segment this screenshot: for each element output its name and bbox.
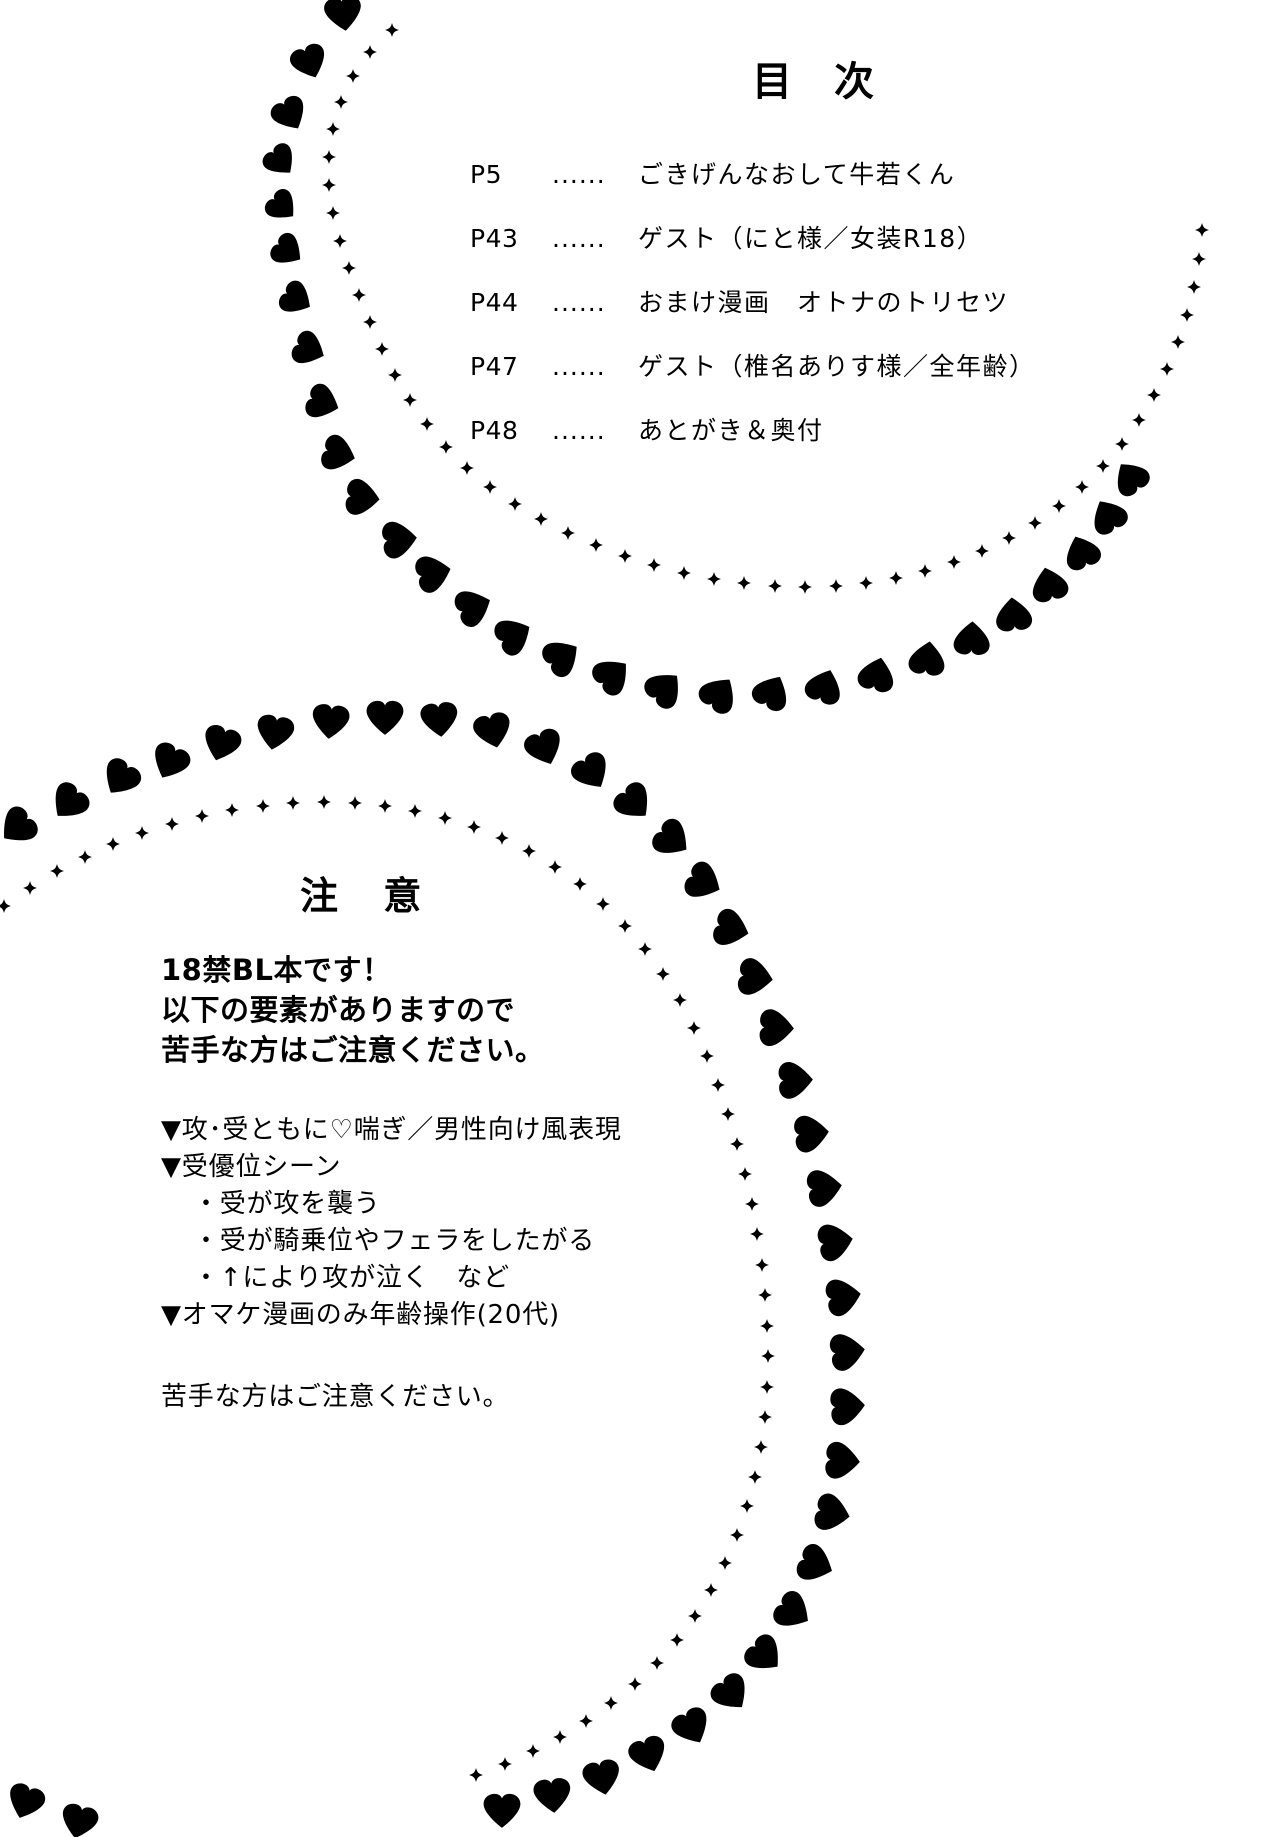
spacer (161, 1333, 781, 1379)
toc-entry-dots: ...... (552, 160, 606, 189)
toc-list: P5 ...... ごきげんなおして牛若くん P43 ...... ゲスト（にと… (470, 162, 1090, 443)
caution-sub-item: ・受が攻を襲う (193, 1188, 381, 1219)
caution-lead-line: 以下の要素がありますので (161, 993, 516, 1028)
toc-entry-page: P5 (470, 160, 502, 189)
toc-entry-label: ゲスト（にと様／女装R18） (638, 224, 984, 253)
caution-list-item: ▼受優位シーン (161, 1151, 342, 1182)
caution-lead-line: 苦手な方はご注意ください。 (161, 1033, 545, 1068)
caution-lead-line: 18禁BL本です！ (161, 953, 392, 987)
caution-sub-item: ・受が騎乗位やフェラをしたがる (193, 1225, 596, 1256)
heart-band-corner (2, 1780, 101, 1837)
toc-entry[interactable]: P48 ...... あとがき＆奥付 (470, 418, 1090, 443)
toc-entry-label: おまけ漫画 オトナのトリセツ (638, 288, 1010, 317)
toc-entry-page: P47 (470, 352, 519, 381)
caution-body: 18禁BL本です！ 以下の要素がありますので 苦手な方はご注意ください。 ▼攻･… (161, 950, 781, 1416)
toc-entry-dots: ...... (552, 288, 606, 317)
caution-sub-item: ・↑により攻が泣く など (193, 1262, 510, 1293)
toc-entry-label: ごきげんなおして牛若くん (638, 160, 956, 189)
toc-entry-dots: ...... (552, 224, 606, 253)
toc-entry[interactable]: P5 ...... ごきげんなおして牛若くん (470, 162, 1090, 187)
toc-entry-dots: ...... (552, 416, 606, 445)
toc-entry-page: P43 (470, 224, 519, 253)
table-of-contents: 目 次 P5 ...... ごきげんなおして牛若くん P43 ...... ゲス… (470, 62, 1090, 482)
caution-closing-line: 苦手な方はご注意ください。 (161, 1382, 510, 1413)
toc-entry-page: P44 (470, 288, 519, 317)
caution-list-item: ▼攻･受ともに♡喘ぎ／男性向け風表現 (161, 1115, 622, 1146)
toc-entry-page: P48 (470, 416, 519, 445)
toc-entry[interactable]: P47 ...... ゲスト（椎名ありす様／全年齢） (470, 354, 1090, 379)
toc-title: 目 次 (752, 59, 888, 105)
caution-list-item: ▼オマケ漫画のみ年齢操作(20代) (161, 1299, 560, 1330)
toc-entry-label: ゲスト（椎名ありす様／全年齢） (638, 352, 1036, 381)
toc-entry[interactable]: P43 ...... ゲスト（にと様／女装R18） (470, 226, 1090, 251)
toc-entry-label: あとがき＆奥付 (638, 416, 824, 445)
toc-entry[interactable]: P44 ...... おまけ漫画 オトナのトリセツ (470, 290, 1090, 315)
caution-title: 注 意 (300, 873, 438, 918)
toc-entry-dots: ...... (552, 352, 606, 381)
spacer (161, 1070, 781, 1112)
